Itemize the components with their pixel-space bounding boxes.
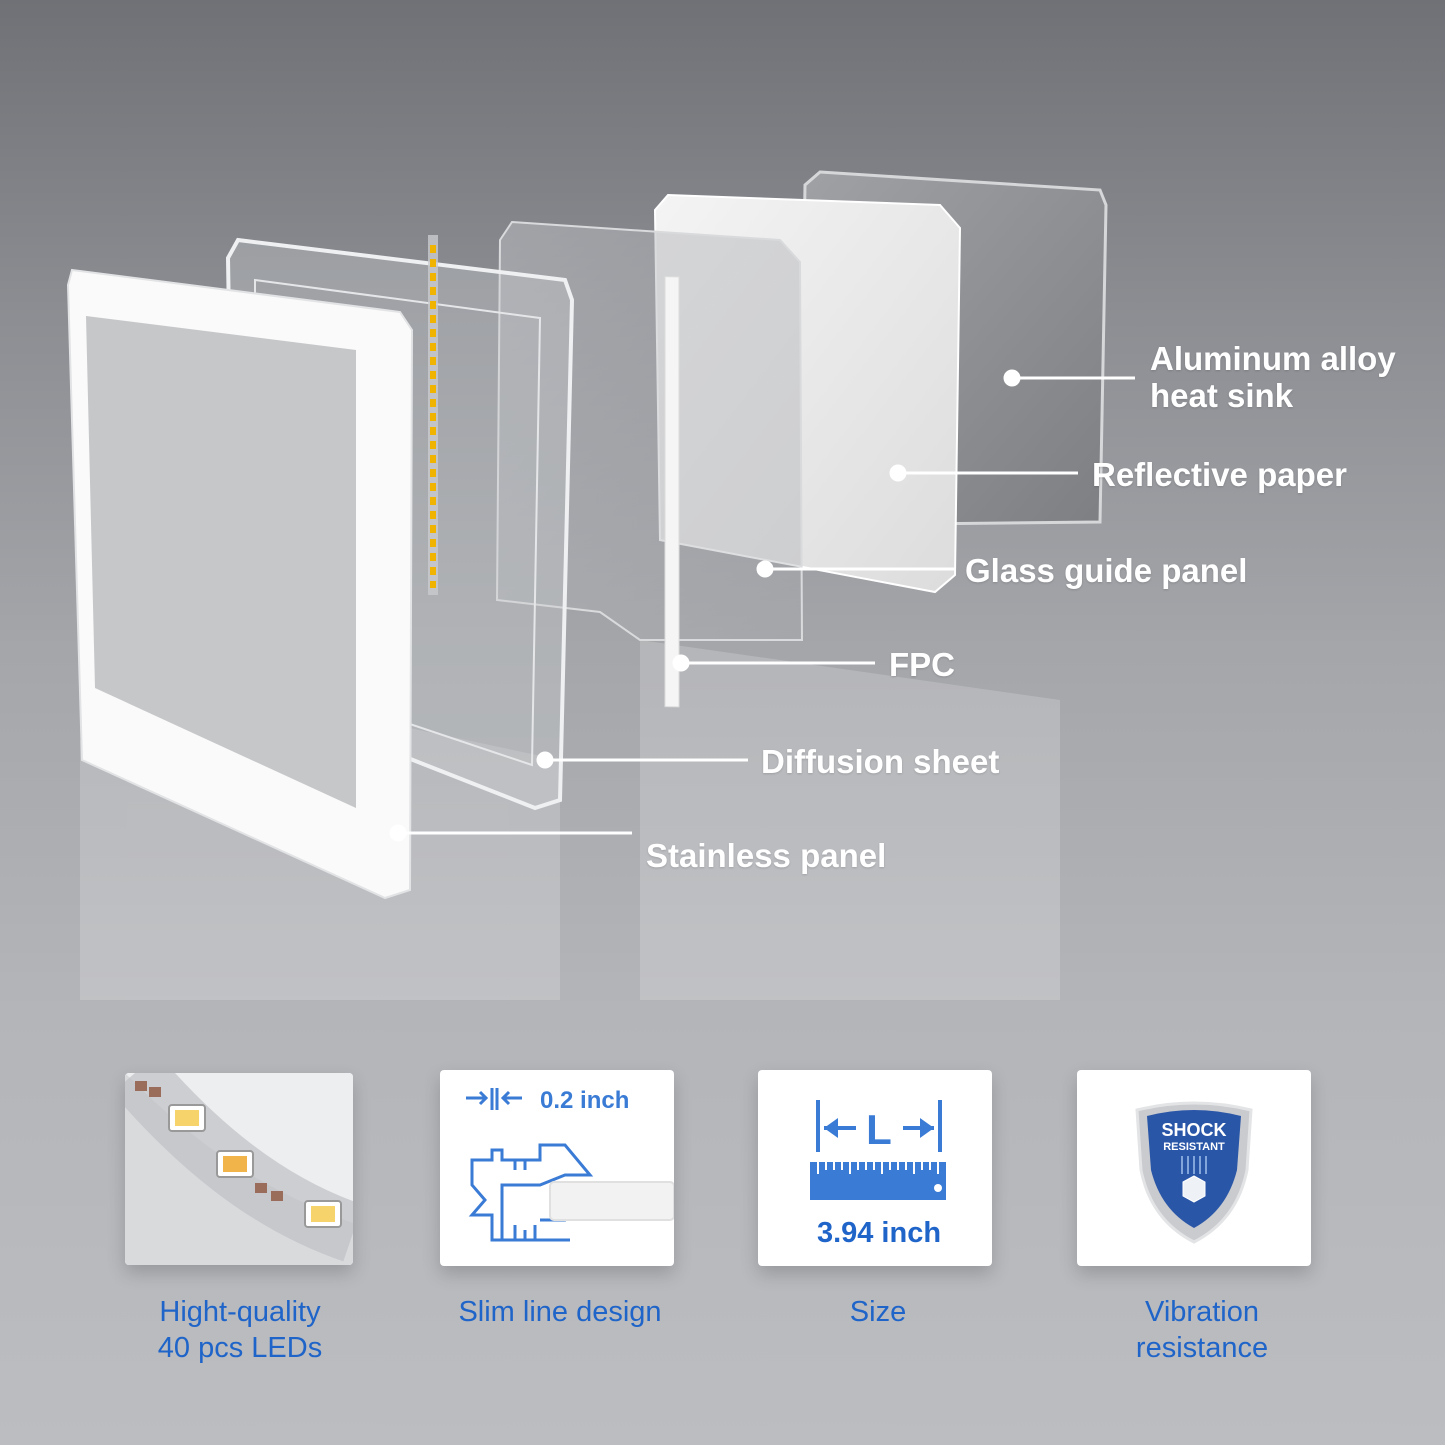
label-stainless-panel: Stainless panel [646, 837, 887, 874]
caption-leds: Hight-quality 40 pcs LEDs [157, 1296, 323, 1364]
exploded-panel-illustration [66, 170, 1135, 900]
shield-text-line1: SHOCK [1161, 1120, 1226, 1140]
shock-shield-icon: SHOCK RESISTANT [1135, 1101, 1253, 1244]
caption-size: Size [849, 1296, 907, 1328]
label-reflective-paper: Reflective paper [1092, 456, 1347, 493]
feature-card-leds [125, 1073, 353, 1265]
callout-leaders [389, 369, 1135, 842]
caption-vibration: Vibration resistance [1135, 1296, 1269, 1364]
size-dimension-text: 3.94 inch [817, 1217, 941, 1249]
label-fpc: FPC [889, 646, 955, 683]
caliper-icon: 0.2 inch [466, 1087, 674, 1242]
shield-text-line2: RESISTANT [1163, 1141, 1225, 1153]
fpc-strip [664, 276, 680, 708]
ruler-letter: L [866, 1106, 892, 1153]
label-heat-sink: Aluminum alloy heat sink [1150, 340, 1396, 414]
feature-card-size: L 3.94 inch [758, 1070, 992, 1266]
stainless-panel-layer [66, 268, 414, 900]
feature-card-vibration: SHOCK RESISTANT [1077, 1070, 1311, 1266]
feature-card-slim: 0.2 inch [440, 1070, 674, 1266]
caption-slim: Slim line design [458, 1296, 662, 1328]
ruler-icon: L 3.94 inch [810, 1100, 946, 1249]
led-strip-icon [125, 1073, 353, 1265]
label-glass-guide-panel: Glass guide panel [965, 552, 1248, 589]
label-diffusion-sheet: Diffusion sheet [761, 743, 1000, 780]
slim-dimension-text: 0.2 inch [540, 1087, 629, 1114]
